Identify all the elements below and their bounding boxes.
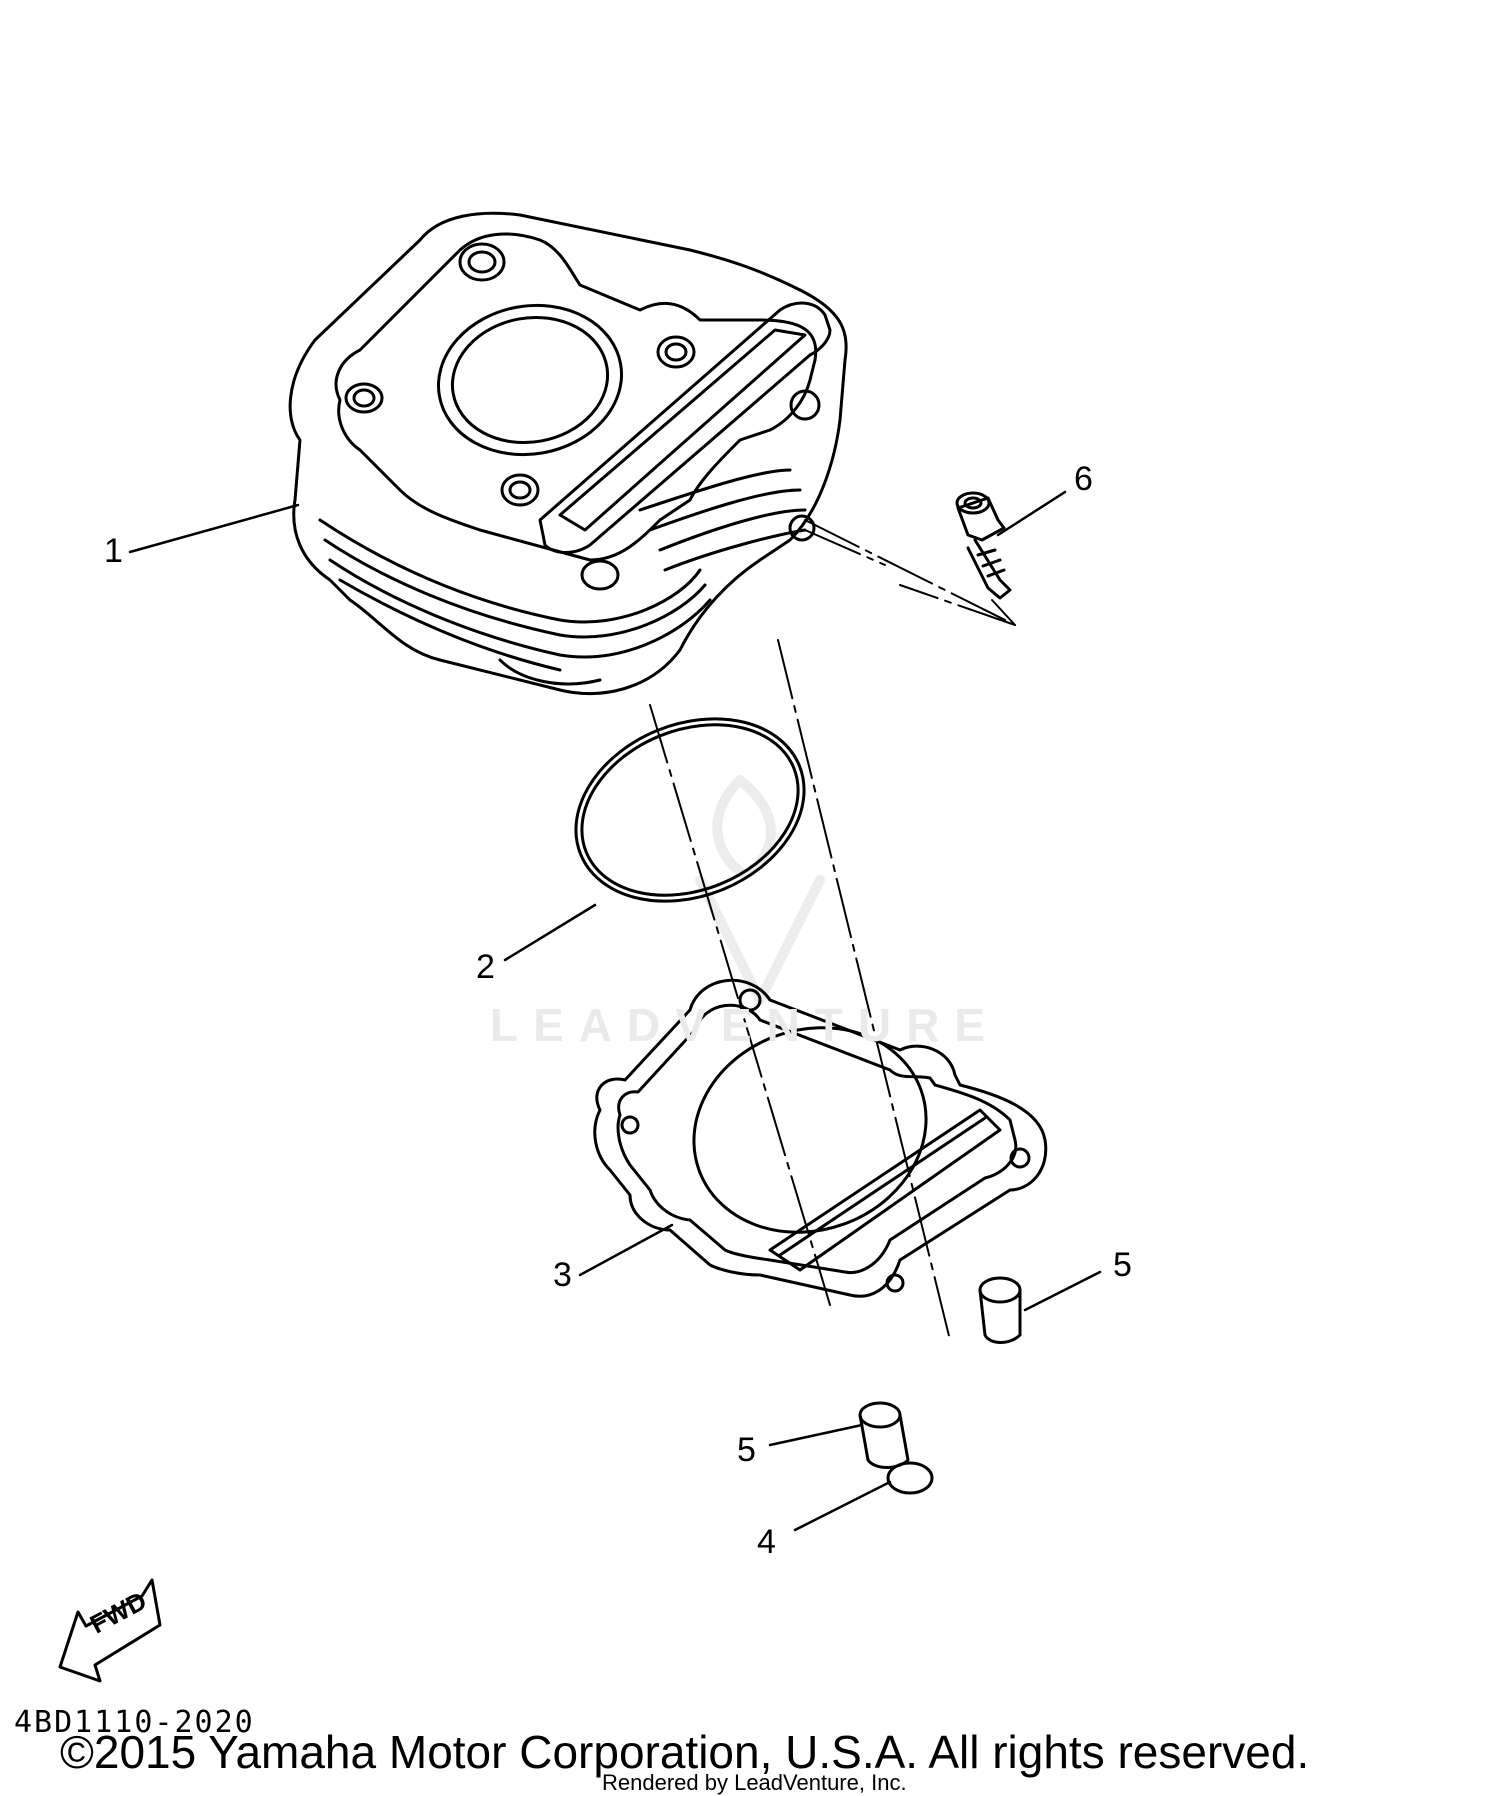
alignment-lines-2 [991,599,1016,626]
leader-line-4 [793,1480,892,1532]
leader-line-6 [996,490,1067,537]
dowel-pin-part-5-left [858,1401,910,1469]
copyright-notice: ©2015 Yamaha Motor Corporation, U.S.A. A… [60,1726,1310,1778]
orifice-part-4 [886,1461,934,1495]
rendered-by: Rendered by LeadVenture, Inc. [602,1770,907,1795]
callout-2: 2 [476,948,495,986]
callout-5-left: 5 [737,1431,756,1469]
callout-3: 3 [553,1256,572,1294]
alignment-lines [649,519,1016,1341]
cylinder-part-1 [288,211,848,696]
part-code: 4BD1110-2020 [14,1705,255,1740]
callout-4: 4 [757,1523,776,1561]
gasket-part-3 [593,978,1048,1298]
bolt-part-6 [955,491,1012,600]
leader-lines [128,490,1102,1532]
leader-line-2 [503,903,597,962]
fwd-arrow-icon [58,1578,162,1683]
leader-line-1 [128,503,300,554]
callout-6: 6 [1074,460,1093,498]
leader-line-3 [578,1223,674,1277]
o-ring-part-2 [574,717,806,903]
dowel-pin-part-5-right [978,1276,1022,1344]
leader-line-5b [768,1423,864,1447]
leader-line-5a [1023,1270,1102,1312]
callout-5-right: 5 [1113,1246,1132,1284]
watermark-text: LEADVENTURE [490,999,1001,1051]
callout-1: 1 [104,532,123,570]
